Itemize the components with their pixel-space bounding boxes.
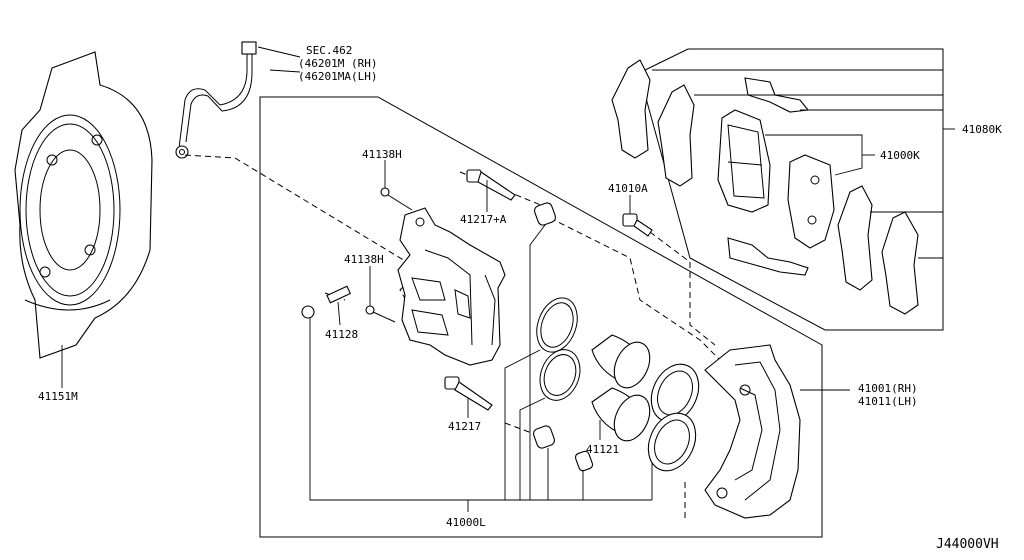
label-41010a: 41010A (608, 182, 648, 195)
caliper-body (397, 207, 506, 366)
label-hose-rh: (46201M (RH) (298, 57, 377, 70)
pad-clip-lower (727, 237, 809, 276)
label-41080k: 41080K (962, 123, 1002, 136)
pad-shim-inner-1 (837, 185, 873, 291)
pad-shim-inner-2 (881, 211, 919, 315)
label-41000l: 41000L (446, 516, 486, 529)
label-41128: 41128 (325, 328, 358, 341)
label-41121: 41121 (586, 443, 619, 456)
leader-lines (61, 46, 955, 512)
label-41151m: 41151M (38, 390, 78, 403)
boots (532, 202, 594, 472)
guide-bolt-upper (466, 169, 516, 201)
label-hose-lh: (46201MA(LH) (298, 70, 377, 83)
label-41217: 41217 (448, 420, 481, 433)
brake-pad-inner (787, 154, 835, 249)
label-sec-462: SEC.462 (306, 44, 352, 57)
label-41217a: 41217+A (460, 213, 507, 226)
label-41001: 41001(RH) (858, 382, 918, 395)
assembly-frame (259, 96, 823, 538)
piston-seals (536, 297, 581, 401)
brake-pad-outer (717, 109, 771, 213)
pad-kit-frame (640, 48, 944, 331)
mounting-bolt (622, 213, 653, 237)
pistons (591, 334, 700, 472)
bleeder-screw (301, 285, 352, 319)
label-41011: 41011(LH) (858, 395, 918, 408)
pad-shim-outer-2 (657, 84, 695, 187)
label-41138h-top: 41138H (362, 148, 402, 161)
figure-code: J44000VH (936, 537, 999, 552)
pad-shim-outer-1 (611, 59, 651, 159)
guide-bolt-lower (444, 376, 493, 411)
caliper-housing (704, 344, 801, 519)
label-41000k: 41000K (880, 149, 920, 162)
brake-hose (175, 41, 257, 159)
label-41138h-mid: 41138H (344, 253, 384, 266)
dust-shield (14, 51, 153, 359)
